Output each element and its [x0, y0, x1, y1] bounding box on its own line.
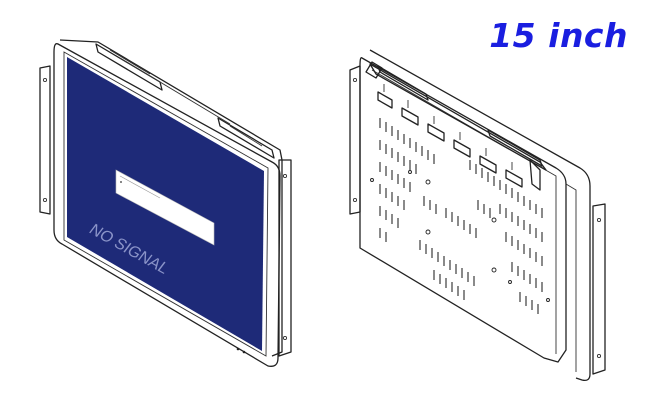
mounting-bracket-right [278, 159, 292, 357]
rear-bracket-left [349, 65, 361, 215]
size-label: 15 inch [489, 16, 628, 55]
rear-bracket-right [592, 203, 606, 375]
rear-chassis [359, 57, 567, 363]
monitor-front-view: NO SIGNAL [39, 39, 292, 367]
front-bezel [53, 43, 281, 367]
ventilation-grille [379, 118, 543, 314]
no-signal-dialog [115, 169, 215, 246]
monitor-rear-view [349, 49, 606, 382]
mounting-bracket-left [39, 65, 51, 215]
io-connectors [377, 84, 523, 188]
